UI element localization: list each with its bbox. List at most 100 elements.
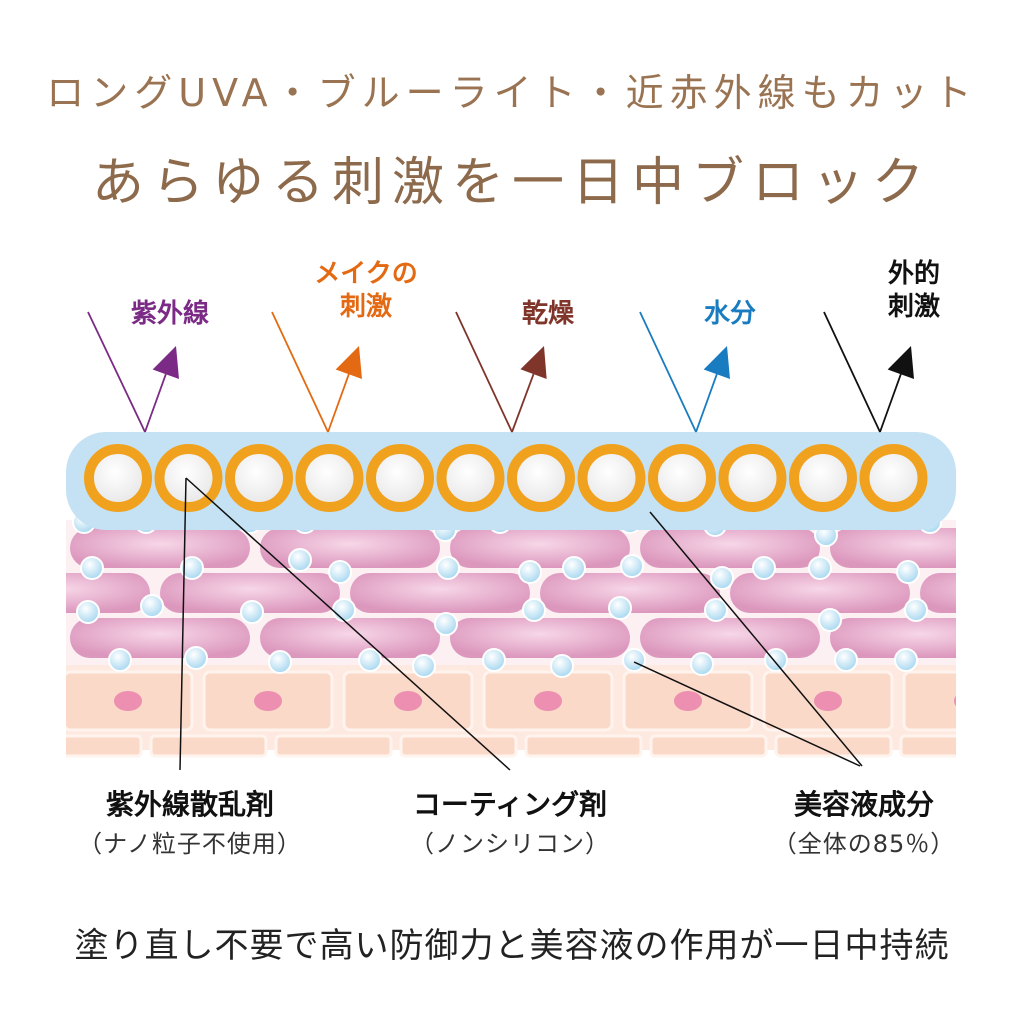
stratum-cell xyxy=(730,573,910,613)
moisture-droplet xyxy=(704,598,728,622)
moisture-droplet xyxy=(332,598,356,622)
basal-cell xyxy=(399,734,518,758)
moisture-droplet xyxy=(808,556,832,580)
moisture-droplet xyxy=(140,594,164,618)
stimulus-external-label: 外的刺激 xyxy=(887,259,940,322)
cell-nucleus xyxy=(814,691,842,711)
moisture-droplet xyxy=(690,652,714,676)
moisture-droplet xyxy=(620,554,644,578)
uv-scatter-particle xyxy=(507,444,575,512)
leader-serum-2 xyxy=(633,661,861,767)
uv-scatter-particle xyxy=(84,444,152,512)
cell-nucleus xyxy=(534,691,562,711)
leader-coating xyxy=(185,477,511,771)
moisture-droplet xyxy=(608,596,632,620)
moisture-droplet xyxy=(288,548,312,572)
leader-serum-1 xyxy=(649,511,863,767)
arrow-uv xyxy=(87,311,179,433)
moisture-droplet xyxy=(482,648,506,672)
uv-scatter-particle xyxy=(436,444,505,512)
arrow-head xyxy=(520,346,547,379)
stratum-cell xyxy=(640,618,820,658)
leader-uv-scatter xyxy=(179,477,187,771)
arrow-head xyxy=(335,346,362,379)
uv-scatter-particle xyxy=(225,444,293,512)
cell-nucleus xyxy=(254,691,282,711)
caption-uv-scatter-title: 紫外線散乱剤 xyxy=(105,788,274,821)
stratum-cell xyxy=(260,528,440,568)
moisture-droplet xyxy=(562,556,586,580)
stratum-cell xyxy=(260,618,440,658)
moisture-droplet xyxy=(240,600,264,624)
moisture-droplet xyxy=(184,646,208,670)
moisture-droplet xyxy=(518,560,542,584)
stimulus-dryness-label: 乾燥 xyxy=(521,299,574,329)
arrow-water xyxy=(639,311,730,433)
headline-line1: ロングUVA・ブルーライト・近赤外線もカット xyxy=(46,71,978,115)
uv-scatter-particle xyxy=(295,444,364,512)
basal-cell xyxy=(149,734,268,758)
stimulus-water-label: 水分 xyxy=(703,299,756,329)
arrow-external xyxy=(823,311,914,433)
moisture-droplet xyxy=(180,556,204,580)
moisture-droplet xyxy=(76,600,100,624)
moisture-droplet xyxy=(818,608,842,632)
caption-coating-title: コーティング剤 xyxy=(412,788,608,821)
uv-scatter-particle xyxy=(648,444,716,512)
arrow-head xyxy=(887,346,914,379)
arrow-dryness xyxy=(455,311,547,433)
moisture-droplet xyxy=(328,560,352,584)
stratum-cell xyxy=(450,528,630,568)
footer-text: 塗り直し不要で高い防御力と美容液の作用が一日中持続 xyxy=(74,926,950,966)
uv-scatter-particle xyxy=(718,444,787,512)
moisture-droplet xyxy=(550,654,574,678)
moisture-droplet xyxy=(834,648,858,672)
moisture-droplet xyxy=(622,648,646,672)
stratum-cell xyxy=(540,573,720,613)
moisture-droplet xyxy=(752,556,776,580)
basal-cell xyxy=(274,734,393,758)
moisture-droplet xyxy=(80,556,104,580)
uv-scatter-particle xyxy=(366,444,434,512)
caption-uv-scatter-sub: （ナノ粒子不使用） xyxy=(78,830,302,858)
cell-nucleus xyxy=(674,691,702,711)
uv-scatter-particle xyxy=(789,444,857,512)
arrow-head xyxy=(703,346,730,379)
cell-nucleus xyxy=(114,691,142,711)
basal-cell xyxy=(649,734,768,758)
caption-serum-title: 美容液成分 xyxy=(793,788,934,821)
stratum-cell xyxy=(70,528,250,568)
stratum-cell xyxy=(160,573,340,613)
moisture-droplet xyxy=(904,598,928,622)
uv-scatter-particle xyxy=(859,444,928,512)
basal-cell xyxy=(524,734,643,758)
moisture-droplet xyxy=(896,560,920,584)
leader-lines xyxy=(179,477,863,771)
headline-line2: あらゆる刺激を一日中ブロック xyxy=(91,153,932,213)
basal-layer xyxy=(24,665,1024,758)
stratum-cell xyxy=(350,573,530,613)
moisture-droplet xyxy=(412,654,436,678)
stratum-cells xyxy=(0,520,1024,760)
moisture-droplet xyxy=(434,612,458,636)
moisture-droplet xyxy=(522,598,546,622)
moisture-droplet xyxy=(764,648,788,672)
stimulus-makeup-label: メイクの刺激 xyxy=(314,259,418,322)
stratum-cell xyxy=(640,528,820,568)
arrow-makeup xyxy=(271,311,362,433)
moisture-droplet xyxy=(108,648,132,672)
arrow-head xyxy=(152,346,179,379)
moisture-droplet xyxy=(268,650,292,674)
stimulus-uv-label: 紫外線 xyxy=(130,299,209,329)
cell-nucleus xyxy=(394,691,422,711)
moisture-droplet xyxy=(710,566,734,590)
stratum-cell xyxy=(450,618,630,658)
uv-scatter-particles xyxy=(84,444,928,512)
caption-serum-sub: （全体の85％） xyxy=(772,830,956,858)
uv-scatter-particle xyxy=(577,444,646,512)
caption-coating-sub: （ノンシリコン） xyxy=(410,830,610,858)
moisture-droplet xyxy=(358,648,382,672)
stimulus-arrows xyxy=(87,311,914,433)
moisture-droplet xyxy=(436,556,460,580)
